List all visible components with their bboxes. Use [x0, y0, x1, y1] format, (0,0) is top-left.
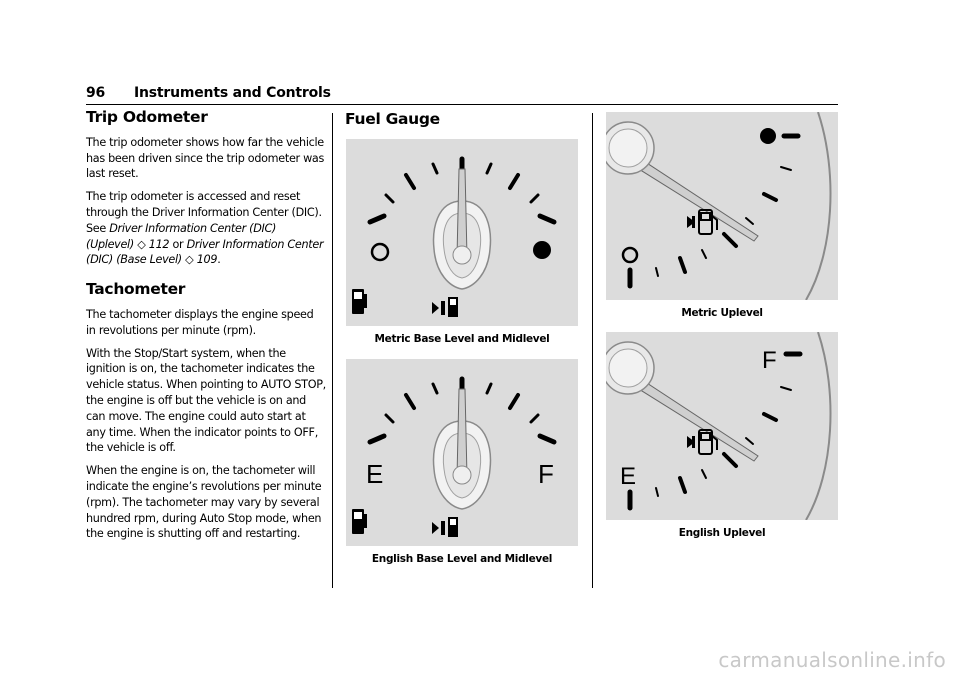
- period-text: .: [217, 253, 221, 267]
- dic-uplevel-link[interactable]: Driver Information Center (DIC) (Uplevel…: [86, 221, 277, 251]
- ref-arrow-icon: ◇: [137, 237, 146, 251]
- english-base-gauge-illustration: E F: [352, 376, 557, 537]
- column-divider: [332, 113, 333, 588]
- english-uplevel-caption: English Uplevel: [678, 527, 766, 539]
- empty-label: E: [366, 459, 383, 489]
- tachometer-para-2: With the Stop/Start system, when the ign…: [86, 346, 326, 455]
- full-label: F: [538, 459, 554, 489]
- left-column: Trip Odometer The trip odometer shows ho…: [86, 108, 326, 549]
- metric-base-caption: Metric Base Level and Midlevel: [374, 333, 550, 345]
- english-base-gauge-figure: E F: [346, 359, 578, 546]
- metric-base-gauge-figure: [346, 139, 578, 326]
- metric-uplevel-gauge-figure: [606, 112, 838, 300]
- see-text: See: [86, 221, 110, 235]
- dic-base-link[interactable]: Driver Information Center (DIC) (Base Le…: [86, 237, 324, 267]
- tachometer-para-3: When the engine is on, the tachometer wi…: [86, 464, 322, 541]
- metric-uplevel-caption: Metric Uplevel: [681, 307, 763, 319]
- trip-odometer-para-1: The trip odometer shows how far the vehi…: [86, 135, 325, 181]
- metric-uplevel-gauge-illustration: [606, 112, 832, 300]
- empty-label: E: [620, 463, 636, 490]
- dic-uplevel-page[interactable]: 112: [148, 237, 170, 251]
- or-text: or: [169, 237, 187, 251]
- full-label: F: [762, 347, 777, 374]
- watermark: carmanualsonline.info: [718, 648, 946, 672]
- page-number: 96: [86, 85, 106, 101]
- tachometer-heading: Tachometer: [86, 280, 186, 299]
- tachometer-para-1: The tachometer displays the engine speed…: [86, 307, 314, 337]
- metric-base-gauge-illustration: [352, 156, 557, 317]
- section-title: Instruments and Controls: [134, 85, 331, 101]
- trip-odometer-heading: Trip Odometer: [86, 108, 208, 126]
- ref-arrow-icon: ◇: [185, 253, 194, 267]
- trip-odometer-para-2-text: The trip odometer is accessed and reset …: [86, 190, 322, 219]
- column-divider: [592, 113, 593, 588]
- fuel-gauge-heading: Fuel Gauge: [345, 110, 440, 128]
- trip-odometer-para-2: The trip odometer is accessed and reset …: [86, 189, 326, 268]
- english-uplevel-gauge-illustration: F E: [606, 332, 832, 520]
- english-base-caption: English Base Level and Midlevel: [371, 553, 553, 565]
- page-header: 96 Instruments and Controls: [86, 84, 838, 105]
- dic-base-page[interactable]: 109: [196, 253, 218, 267]
- english-uplevel-gauge-figure: F E: [606, 332, 838, 520]
